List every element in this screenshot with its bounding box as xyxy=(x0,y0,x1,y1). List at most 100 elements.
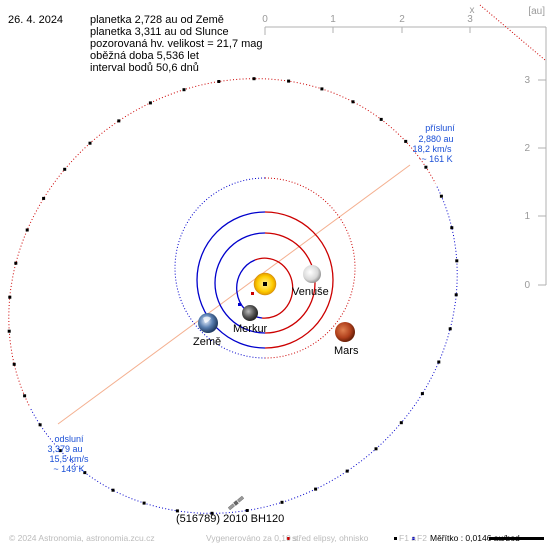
orbit-point-marker xyxy=(210,511,214,515)
x-tick-label: 0 xyxy=(262,14,268,25)
y-tick-label: 3 xyxy=(524,75,530,86)
orbit-point-marker xyxy=(374,447,378,451)
earth-label: Země xyxy=(193,336,221,348)
mars-icon xyxy=(335,322,355,342)
orbit-point-marker xyxy=(23,394,27,398)
info-distance-earth: planetka 2,728 au od Země xyxy=(90,14,224,26)
x-tick-label: 2 xyxy=(399,14,405,25)
y-tick-label: 2 xyxy=(524,143,530,154)
apsis-line xyxy=(57,164,411,425)
asteroid-icon xyxy=(227,495,245,511)
orbit-point-marker xyxy=(148,101,152,105)
perihelion-speed: 18,2 km/s xyxy=(412,144,452,154)
info-magnitude: pozorovaná hv. velikost = 21,7 mag xyxy=(90,38,263,50)
aphelion-distance: 3,379 au xyxy=(47,444,82,454)
mercury-label: Merkur xyxy=(233,323,268,335)
orbit-point-marker xyxy=(420,392,424,396)
mercury-icon xyxy=(242,305,258,321)
orbit-point-marker xyxy=(455,259,459,263)
perihelion-title: přísluní xyxy=(425,123,455,133)
asteroid-orbit xyxy=(7,77,459,515)
orbit-point-marker xyxy=(439,194,443,198)
y-tick-label: 1 xyxy=(524,211,530,222)
x-tick-label: 1 xyxy=(330,14,336,25)
orbit-point-marker xyxy=(175,509,179,513)
orbit-point-marker xyxy=(182,88,186,92)
orbit-point-marker xyxy=(379,117,383,121)
orbit-point-marker xyxy=(38,423,42,427)
axes xyxy=(264,26,547,286)
orbit-point-marker xyxy=(345,469,349,473)
aphelion-title: odsluní xyxy=(54,434,84,444)
orbit-point-marker xyxy=(399,421,403,425)
info-interval: interval bodů 50,6 dnů xyxy=(90,62,199,74)
footer-copyright: © 2024 Astronomia, astronomia.zcu.cz xyxy=(9,533,155,543)
legend-center-marker xyxy=(287,537,290,540)
footer-legend-center: střed elipsy, ohnisko xyxy=(292,533,369,543)
y-tick-label: 0 xyxy=(524,280,530,291)
orbit-point-marker xyxy=(404,139,408,143)
orbit-point-marker xyxy=(245,509,249,512)
date-label: 26. 4. 2024 xyxy=(8,14,64,26)
venus-label: Venuše xyxy=(292,286,329,298)
orbit-point-marker xyxy=(142,501,146,505)
mars-orbit-above xyxy=(264,177,356,359)
unit-label: [au] xyxy=(528,6,545,17)
x-axis-label: x xyxy=(470,5,475,16)
mercury-marker xyxy=(238,303,241,306)
orbit-point-marker xyxy=(88,141,92,145)
earth-icon xyxy=(198,313,218,333)
ellipse-center-marker xyxy=(251,292,254,295)
orbit-point-marker xyxy=(8,295,12,299)
asteroid-label: (516789) 2010 BH120 xyxy=(176,513,284,525)
asteroid-orbit-above xyxy=(8,78,421,406)
corner-orbit-segment xyxy=(479,4,546,61)
footer-scale: Měřítko : 0,0146 au/bod xyxy=(430,533,520,543)
orbit-point-marker xyxy=(454,293,458,297)
mars-orbit-below xyxy=(174,177,266,359)
earth-cloud-icon xyxy=(203,316,211,323)
orbit-point-marker xyxy=(117,119,121,123)
aphelion-temperature: ~ 149 K xyxy=(53,464,84,474)
orbit-point-marker xyxy=(7,329,11,333)
info-distance-sun: planetka 3,311 au od Slunce xyxy=(90,26,229,38)
legend-f2-marker xyxy=(412,537,415,540)
footer-legend-f2: F2 xyxy=(417,533,427,543)
orbit-point-marker xyxy=(58,449,62,453)
orbit-point-marker xyxy=(14,261,18,265)
orbit-point-marker xyxy=(314,487,318,491)
earth-orbit-above xyxy=(264,211,334,349)
info-period: oběžná doba 5,536 let xyxy=(90,50,199,62)
orbit-point-marker xyxy=(252,77,256,81)
earth-orbit-below xyxy=(196,211,266,349)
orbit-point-marker xyxy=(448,327,452,331)
x-tick-label: 3 xyxy=(467,14,473,25)
legend-f1-marker xyxy=(394,537,397,540)
mercury-orbit-above xyxy=(254,257,294,319)
venus-icon xyxy=(303,265,321,283)
sun-focus-marker xyxy=(263,282,267,286)
asteroid-orbit-below xyxy=(30,186,458,514)
venus-orbit-below xyxy=(214,232,266,334)
orbit-point-marker xyxy=(217,80,221,83)
orbit-point-marker xyxy=(42,196,46,200)
orbit-point-marker xyxy=(83,471,87,475)
footer-generated: Vygenerováno za 0,10 s xyxy=(206,533,298,543)
orbit-point-marker xyxy=(351,100,355,104)
venus-orbit-above xyxy=(264,232,316,334)
orbit-point-marker xyxy=(287,79,291,83)
perihelion-temperature: ~ 161 K xyxy=(421,154,452,164)
orbit-point-marker xyxy=(424,165,428,169)
aphelion-speed: 15,5 km/s xyxy=(49,454,89,464)
orbit-point-marker xyxy=(450,226,454,230)
orbit-point-marker xyxy=(111,488,115,492)
orbit-point-marker xyxy=(320,87,324,91)
orbit-point-marker xyxy=(437,360,441,364)
perihelion-distance: 2,880 au xyxy=(418,134,453,144)
mars-label: Mars xyxy=(334,345,359,357)
scale-bar-dots xyxy=(489,537,544,540)
orbit-point-marker xyxy=(63,167,67,171)
orbit-point-marker xyxy=(280,500,284,504)
orbit-point-marker xyxy=(25,228,29,232)
